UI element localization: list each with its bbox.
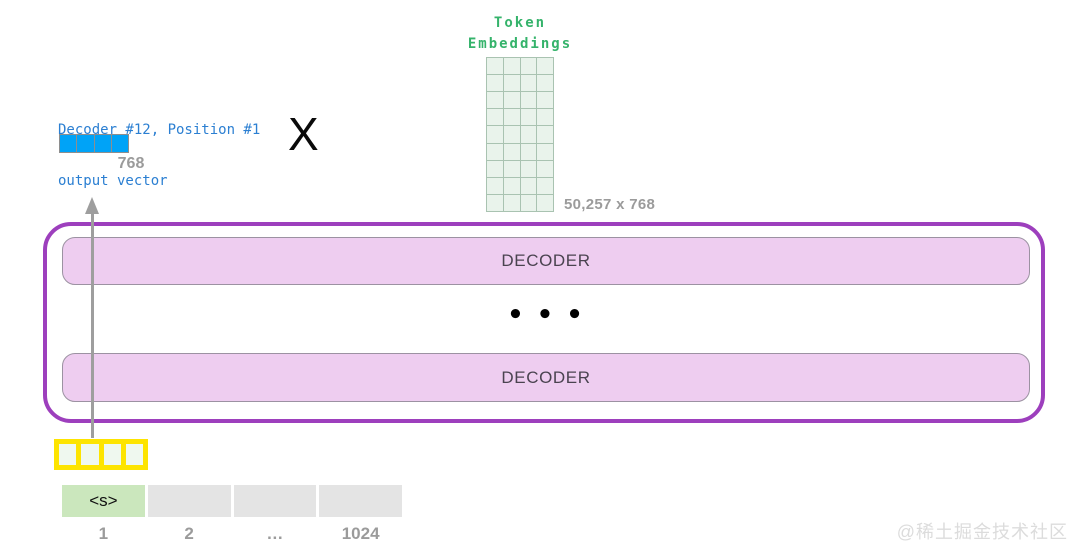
- position-labels-row: 1 2 … 1024: [62, 524, 402, 544]
- embedding-matrix-cell: [503, 58, 520, 75]
- embedding-matrix-cell: [520, 177, 537, 194]
- embedding-matrix-cell: [537, 75, 553, 92]
- embedding-matrix-cell: [503, 126, 520, 143]
- input-token-empty: [319, 485, 402, 517]
- embedding-matrix-cell: [503, 160, 520, 177]
- flow-arrow-line: [91, 213, 94, 438]
- embedding-matrix-cell: [487, 126, 503, 143]
- embedding-matrix-cell: [537, 160, 553, 177]
- token-embeddings-matrix: [486, 57, 554, 212]
- embedding-matrix-cell: [487, 194, 503, 211]
- embedding-matrix-cell: [537, 177, 553, 194]
- embedding-matrix-cell: [520, 58, 537, 75]
- embeddings-dimensions-label: 50,257 x 768: [564, 196, 656, 213]
- embedding-matrix-cell: [487, 58, 503, 75]
- embedding-matrix-cell: [503, 92, 520, 109]
- start-token-label: <s>: [89, 491, 118, 510]
- embedding-matrix-cell: [537, 58, 553, 75]
- embedding-matrix-cell: [520, 75, 537, 92]
- input-token-empty: [147, 485, 231, 517]
- embedding-matrix-cell: [503, 109, 520, 126]
- embedding-matrix-cell: [487, 109, 503, 126]
- input-token-start: <s>: [62, 485, 145, 517]
- embedding-matrix-cell: [503, 143, 520, 160]
- position-label: 1: [98, 524, 109, 543]
- input-token-empty: [233, 485, 317, 517]
- embedding-matrix-cell: [537, 109, 553, 126]
- decoder-block-top-label: DECODER: [501, 251, 591, 270]
- embedding-matrix-cell: [503, 177, 520, 194]
- embedding-matrix-cell: [487, 143, 503, 160]
- output-vector-cell: [111, 135, 128, 152]
- embedding-matrix-cell: [520, 126, 537, 143]
- embedding-matrix-cell: [487, 92, 503, 109]
- embedding-matrix-cell: [537, 126, 553, 143]
- output-vector-cell: [77, 135, 95, 152]
- output-vector: [59, 134, 129, 153]
- output-vector-size-label: 768: [117, 155, 145, 172]
- token-embeddings-title-line2: Embeddings: [467, 36, 573, 52]
- decoder-block-bottom-label: DECODER: [501, 367, 591, 387]
- embedding-matrix-cell: [487, 160, 503, 177]
- embedding-matrix-cell: [503, 75, 520, 92]
- input-vector-cell: [59, 444, 77, 465]
- input-vector-cell: [103, 444, 121, 465]
- token-embeddings-title: Token Embeddings: [440, 13, 600, 55]
- embedding-matrix-cell: [537, 92, 553, 109]
- embedding-matrix-cell: [487, 75, 503, 92]
- multiply-symbol: X: [288, 108, 319, 160]
- input-vector-cell: [125, 444, 143, 465]
- output-vector-label-line2: output vector: [58, 173, 168, 189]
- embedding-matrix-cell: [503, 194, 520, 211]
- embedding-matrix-cell: [520, 109, 537, 126]
- token-embeddings-title-line1: Token: [493, 15, 547, 31]
- embedding-matrix-cell: [537, 194, 553, 211]
- embedding-matrix-cell: [487, 177, 503, 194]
- output-vector-cell: [60, 135, 78, 152]
- flow-arrow-head-icon: [85, 197, 99, 214]
- decoder-block-bottom: DECODER: [62, 353, 1030, 402]
- input-vector-cell: [81, 444, 99, 465]
- position-label: …: [266, 524, 284, 543]
- watermark: @稀土掘金技术社区: [896, 522, 1068, 542]
- embedding-matrix-cell: [520, 143, 537, 160]
- position-label: 1024: [341, 524, 380, 543]
- input-token-row: <s>: [62, 485, 402, 517]
- embedding-matrix-cell: [537, 143, 553, 160]
- position-label: 2: [184, 524, 194, 543]
- embedding-matrix-cell: [520, 194, 537, 211]
- output-vector-cell: [94, 135, 112, 152]
- decoder-stack-ellipsis: •••: [507, 300, 596, 330]
- embedding-matrix-cell: [520, 92, 537, 109]
- decoder-block-top: DECODER: [62, 237, 1030, 285]
- embedding-matrix-cell: [520, 160, 537, 177]
- input-embedding-vector: [54, 439, 148, 470]
